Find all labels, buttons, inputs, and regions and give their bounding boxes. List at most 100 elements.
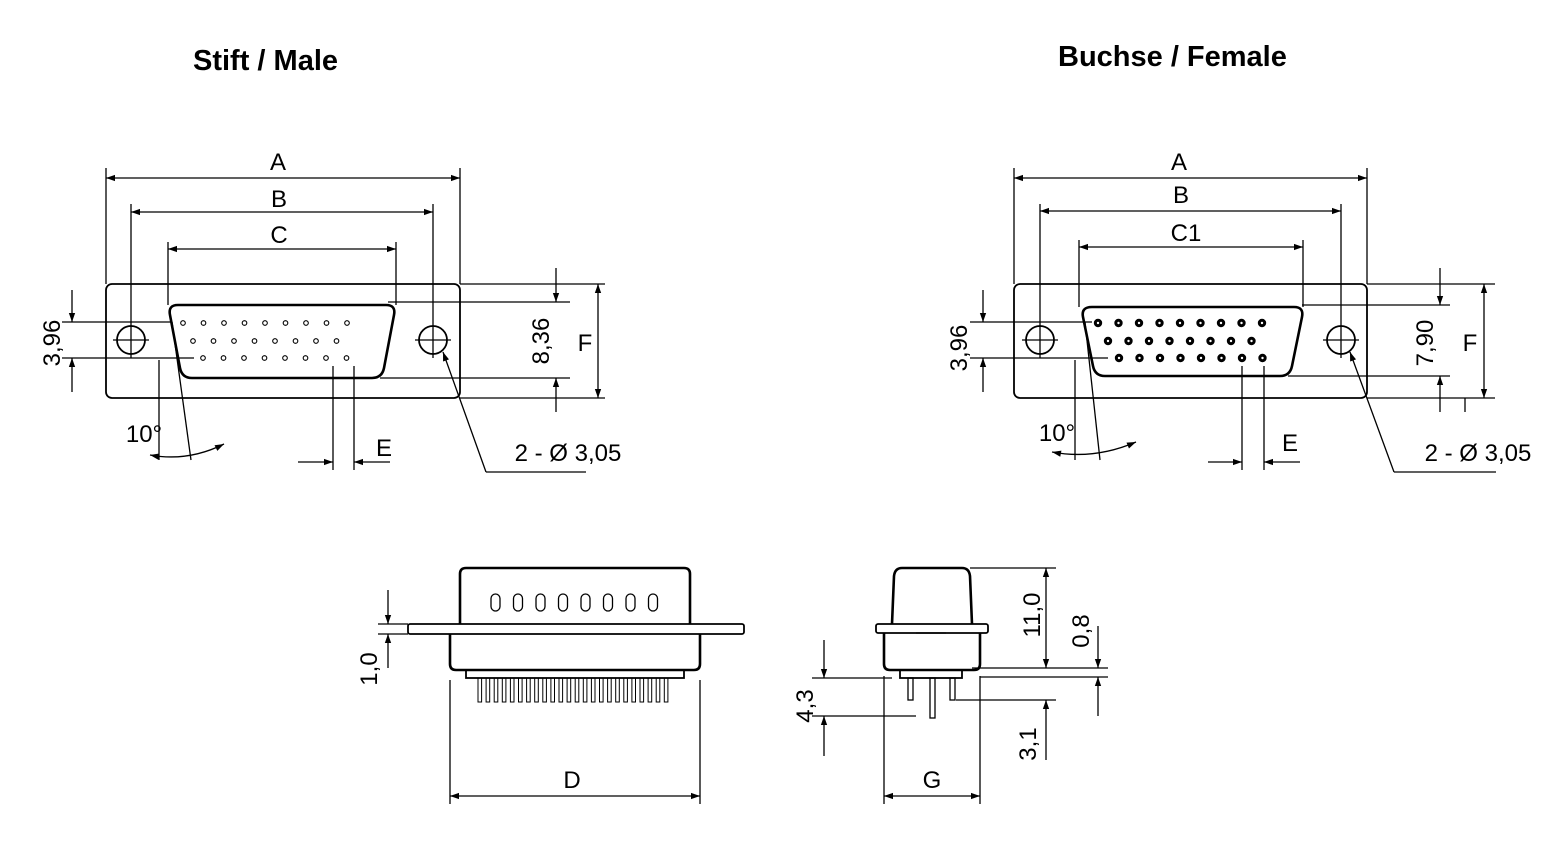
female-socket-hole	[1229, 339, 1233, 343]
side-pin	[550, 677, 556, 703]
dim-e-label-female: E	[1282, 430, 1298, 457]
female-socket-grid	[1093, 318, 1267, 363]
side-pin	[477, 677, 483, 703]
male-pin	[210, 338, 217, 344]
side-pin	[599, 677, 604, 703]
male-front-view: A B C 3,96 8,36 F E 10	[39, 149, 622, 473]
side-pin	[607, 677, 612, 703]
female-socket-hole	[1250, 339, 1253, 343]
dim-g-label: G	[923, 767, 942, 794]
side-pin	[663, 677, 669, 703]
male-pin	[262, 320, 268, 326]
dim-a-label: A	[270, 149, 286, 176]
side-slot	[602, 593, 614, 612]
side-slot	[535, 593, 546, 612]
side-pin	[493, 677, 499, 703]
female-socket-hole	[1260, 321, 1264, 325]
male-mounting-hole-left	[113, 322, 149, 358]
side-pin	[558, 677, 564, 703]
male-pin	[261, 355, 268, 361]
male-pin	[282, 355, 288, 361]
male-pin	[313, 338, 319, 344]
side-pin	[655, 677, 661, 703]
side-pin	[509, 677, 515, 703]
male-pin	[333, 338, 340, 344]
male-pin	[241, 320, 248, 326]
dim-43-label: 4,3	[792, 689, 819, 722]
male-mounting-hole-right	[415, 322, 451, 358]
female-socket-hole	[1220, 356, 1223, 360]
male-pin	[200, 355, 206, 361]
male-pin	[251, 338, 258, 344]
side-slot	[512, 593, 524, 612]
female-socket-hole	[1240, 321, 1243, 325]
male-pin	[221, 320, 227, 326]
female-socket-hole	[1261, 356, 1264, 360]
side-pin	[542, 677, 547, 703]
side-pin	[534, 677, 539, 703]
side-slots	[490, 593, 659, 612]
male-pin	[190, 338, 196, 344]
female-socket-hole	[1138, 356, 1141, 360]
female-shell	[1081, 305, 1304, 378]
side-flange	[407, 623, 745, 635]
end-shell-top	[890, 566, 974, 625]
female-title: Buchse / Female	[1058, 41, 1287, 73]
side-pin	[647, 677, 653, 703]
female-mounting-hole-right	[1323, 322, 1359, 358]
dim-08-label: 0,8	[1068, 614, 1095, 647]
end-flange	[875, 623, 989, 634]
female-socket-hole	[1106, 339, 1110, 343]
male-shell	[168, 303, 396, 380]
dim-e-label-male: E	[376, 435, 392, 462]
male-pin	[241, 355, 247, 361]
female-socket-hole	[1199, 321, 1202, 325]
female-socket-hole	[1219, 321, 1223, 325]
female-socket-hole	[1209, 339, 1212, 343]
dim-f-label-male: F	[578, 330, 593, 357]
dim-396-label-female: 3,96	[946, 325, 973, 372]
male-pin	[323, 320, 330, 326]
male-title: Stift / Male	[193, 45, 339, 77]
female-socket-hole	[1147, 339, 1151, 343]
dim-c-label: C	[270, 222, 287, 249]
female-socket-hole	[1127, 339, 1130, 343]
side-pin	[615, 677, 620, 703]
dim-10-label: 1,0	[356, 652, 383, 685]
angle-label-female: 10°	[1039, 420, 1075, 447]
male-pin	[344, 320, 350, 326]
side-shell-bottom	[448, 634, 702, 672]
end-view: 4,3 G 11,0 3,1 0,8	[792, 566, 1108, 804]
side-pins	[477, 677, 669, 703]
female-mounting-hole-left	[1022, 322, 1058, 358]
dim-b-label-female: B	[1173, 182, 1189, 209]
dim-790-label: 7,90	[1412, 320, 1439, 367]
female-socket-hole	[1199, 356, 1203, 360]
male-pin	[282, 320, 289, 326]
male-pin	[180, 320, 186, 326]
male-pin	[302, 355, 309, 361]
side-pin	[574, 677, 580, 703]
side-shell-top	[458, 566, 692, 624]
male-flange	[105, 283, 461, 399]
dim-31-label: 3,1	[1015, 727, 1042, 760]
female-front-view: A B C1 3,96 7,90 F E	[946, 149, 1532, 473]
end-shell-bottom	[882, 633, 982, 672]
male-pin	[272, 338, 278, 344]
angle-label-male: 10°	[126, 421, 162, 448]
side-slot	[647, 593, 659, 612]
female-socket-hole	[1168, 339, 1171, 343]
holes-label-female: 2 - Ø 3,05	[1425, 440, 1532, 467]
side-pin	[566, 677, 572, 703]
holes-label-male: 2 - Ø 3,05	[515, 440, 622, 467]
dim-c1-label: C1	[1171, 220, 1202, 247]
side-pin	[623, 677, 628, 703]
male-pin	[220, 355, 227, 361]
female-socket-hole	[1117, 321, 1120, 325]
side-pin	[485, 677, 491, 703]
dim-396-label: 3,96	[39, 320, 66, 367]
female-flange	[1013, 283, 1368, 399]
side-slot	[580, 593, 591, 612]
female-socket-hole	[1096, 321, 1100, 325]
